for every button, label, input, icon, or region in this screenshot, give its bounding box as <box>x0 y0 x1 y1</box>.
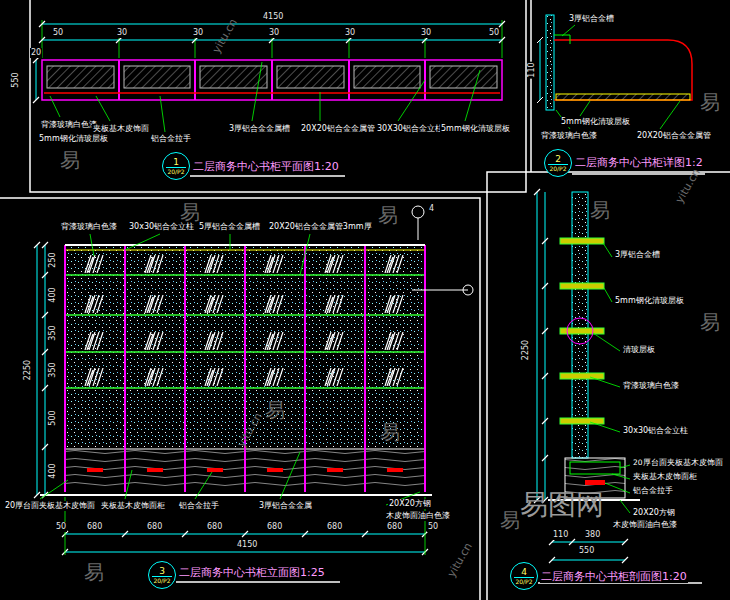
material-note: 背漆玻璃白色漆 <box>40 120 98 130</box>
callout-number: 4 <box>514 567 534 578</box>
view-title: 二层商务中心书柜详图1:2 <box>574 156 704 169</box>
watermark: 易 <box>500 508 520 532</box>
dimension: 680 <box>386 522 403 532</box>
material-note: 清玻层板 <box>622 345 656 355</box>
watermark: 易 <box>590 198 610 222</box>
dimension: 380 <box>584 530 601 540</box>
material-note: 夹板基木皮饰面柜 <box>100 501 166 511</box>
dimension: 30 <box>116 28 128 38</box>
watermark: 易图网 <box>520 488 604 522</box>
material-note: 背漆玻璃白色漆 <box>540 131 598 141</box>
material-note: 背漆玻璃白色漆 <box>622 381 680 391</box>
sheet-reference: 20/P2 <box>153 577 170 585</box>
dimension: 30 <box>420 28 432 38</box>
callout-circle: 120/P2 <box>162 152 190 180</box>
watermark: 易 <box>265 398 285 422</box>
watermark: 易 <box>378 203 398 227</box>
material-note: 30x30铝合金立柱 <box>622 426 689 436</box>
watermark: yitu.cn <box>210 17 240 56</box>
dimension: 250 <box>48 251 58 268</box>
material-note: 5厚铝合金金属槽 <box>198 222 261 232</box>
watermark: 易 <box>380 420 400 444</box>
callout-number: 1 <box>166 157 186 168</box>
material-note: 5mm钢化清玻层板 <box>614 296 685 306</box>
callout-number: 2 <box>548 154 568 165</box>
dimension: 400 <box>48 462 58 479</box>
material-note: 3厚铝合金槽 <box>614 250 661 260</box>
view-title: 二层商务中心书柜立面图1:25 <box>178 566 326 579</box>
sheet-reference: 20/P2 <box>167 168 184 176</box>
material-note: 夹板基木皮饰面 <box>92 124 150 134</box>
dimension: 550 <box>578 546 595 556</box>
material-note: 铝合金拉手 <box>178 501 220 511</box>
dimension: 2250 <box>23 359 33 381</box>
material-note: 5mm钢化清玻层板 <box>38 134 109 144</box>
dimension: 50 <box>427 522 439 532</box>
material-note: 20X20铝合金金属管 <box>636 131 712 141</box>
dimension: 50 <box>55 522 67 532</box>
material-note: 木皮饰面油白色漆 <box>612 520 678 530</box>
dimension: 680 <box>266 522 283 532</box>
material-note: 3厚铝合金金属槽 <box>228 124 291 134</box>
watermark: 易 <box>180 200 200 224</box>
dimension: 110 <box>552 530 569 540</box>
callout-circle: 320/P2 <box>148 561 176 589</box>
material-note: 20厚台面夹板基木皮饰面 <box>4 501 96 511</box>
view-title: 二层商务中心书柜平面图1:20 <box>192 160 340 173</box>
sheet-reference: 20/P2 <box>549 165 566 173</box>
dimension: 500 <box>48 409 58 426</box>
dimension: 680 <box>86 522 103 532</box>
watermark: yitu.cn <box>445 541 475 580</box>
material-note: 背漆玻璃白色漆 <box>60 222 118 232</box>
view-title: 二层商务中心书柜剖面图1:20 <box>540 570 688 583</box>
dimension: 350 <box>48 324 58 341</box>
dimension: 50 <box>52 28 64 38</box>
watermark: 易 <box>60 148 80 172</box>
dimension: 4150 <box>236 540 258 550</box>
material-note: 夹板基木皮饰面柜 <box>632 472 698 481</box>
dimension: 4 <box>428 204 435 214</box>
material-note: 20X20方钢 <box>632 508 676 518</box>
dimension: 30 <box>268 28 280 38</box>
watermark: 易 <box>700 90 720 114</box>
material-note: 20厚台面夹板基木皮饰面 <box>632 458 724 467</box>
watermark: 易 <box>700 310 720 334</box>
material-note: 铝合金拉手 <box>150 134 192 144</box>
dimension: 110 <box>527 61 537 78</box>
dimension: 4150 <box>262 12 284 22</box>
dimension: 50 <box>488 28 500 38</box>
sheet-reference: 20/P2 <box>515 578 532 586</box>
dimension: 550 <box>11 71 21 88</box>
material-note: 5mm钢化清玻层板 <box>560 117 631 127</box>
material-note: 3厚铝合金金属 <box>258 501 313 511</box>
dimension: 680 <box>206 522 223 532</box>
dimension: 30 <box>192 28 204 38</box>
material-note: 3厚铝合金槽 <box>568 14 615 24</box>
material-note: 木皮饰面油白色漆 <box>385 511 451 521</box>
dimension: 680 <box>146 522 163 532</box>
callout-number: 3 <box>152 566 172 577</box>
dimension: 30 <box>344 28 356 38</box>
dimension: 350 <box>48 361 58 378</box>
material-note: 20X20铝合金金属管 <box>300 124 376 134</box>
callout-circle: 220/P2 <box>544 149 572 177</box>
dimension: 400 <box>48 286 58 303</box>
material-note: 5mm钢化清玻层板 <box>440 124 511 134</box>
dimension: 2250 <box>521 339 531 361</box>
material-note: 铝合金拉手 <box>632 486 674 495</box>
material-note: 30X30铝合金立柱 <box>376 124 444 134</box>
dimension: 680 <box>326 522 343 532</box>
watermark: 易 <box>84 560 104 584</box>
material-note: 20X20方钢 <box>388 499 432 509</box>
material-note: 20X20铝合金金属管3mm厚 <box>268 222 373 232</box>
dimension: 20 <box>30 48 42 58</box>
callout-circle: 420/P2 <box>510 562 538 590</box>
